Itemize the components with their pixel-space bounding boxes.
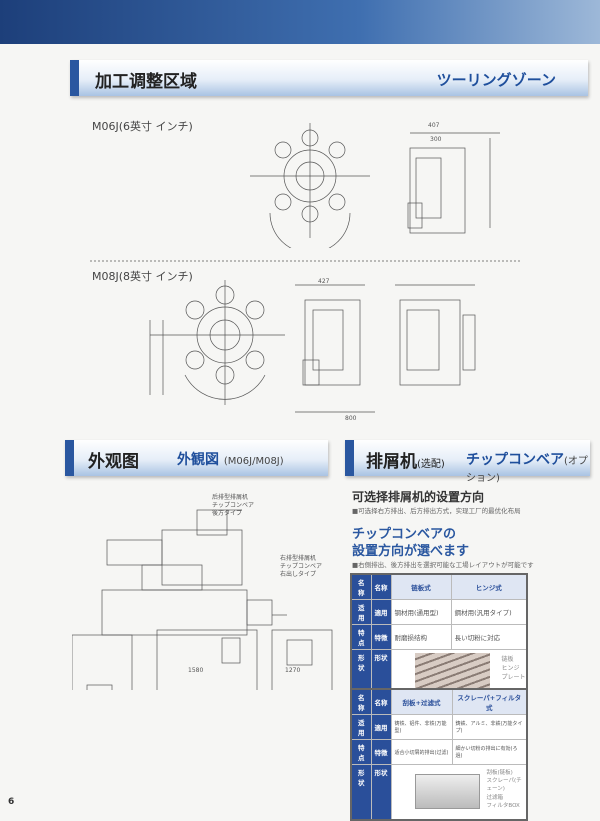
top-color-band — [0, 0, 600, 44]
exterior-drawing — [72, 509, 333, 690]
page-number: 6 — [8, 797, 15, 807]
dim-label: 407 — [428, 122, 440, 129]
chip-heading-cn: 可选择排屑机的设置方向 — [352, 490, 485, 504]
scraper-filter-photo — [414, 774, 480, 810]
m08j-label: M08J(8英寸 インチ) — [92, 270, 193, 283]
tooling-title-jp: ツーリングゾーン — [436, 71, 556, 89]
conveyor-table-scraper: 名称名称刮板+过滤式スクレーパ+フィルタ式 适用適用铸铁、铝件、非铁(万能型)鋳… — [350, 688, 528, 821]
exterior-title-cn: 外观图 — [88, 452, 139, 472]
tooling-zone-header: 加工调整区域 ツーリングゾーン — [70, 60, 588, 96]
chip-note-jp: ■右側排出、後方排出を選択可能な工場レイアウトが可能です — [352, 561, 534, 569]
dim-label: 1580 — [188, 667, 204, 674]
dim-label: 800 — [345, 415, 357, 422]
conveyor-table-hinge: 名称名称链板式ヒンジ式 适用適用钢材用(通用型)鋼材用(汎用タイプ) 特点特徴耐… — [350, 573, 528, 709]
chip-note-cn: ■可选择右方排出、后方排出方式，实现工厂的最优化布局 — [352, 507, 521, 515]
m08j-drawing — [149, 280, 476, 413]
dim-label: 300 — [430, 136, 442, 143]
m06j-drawing — [250, 123, 500, 248]
hinge-photo-label: 链板ヒンジプレート — [501, 656, 526, 681]
chip-conveyor-header: 排屑机(选配) チップコンベア(オプション) — [345, 440, 590, 484]
note-right-conveyor: 右排型排屑机チップコンベア右出しタイプ — [280, 555, 323, 578]
scraper-photo-label: 刮板(链板)スクレーパ(チェーン) — [486, 770, 522, 792]
divider-dotted — [90, 260, 520, 262]
m06j-label: M06J(6英寸 インチ) — [92, 120, 193, 133]
filter-photo-label: 过滤箱フィルタBOX — [486, 795, 520, 809]
dim-label: 1270 — [285, 667, 301, 674]
exterior-header: 外观图 外観図 (M06J/M08J) — [65, 440, 328, 476]
tooling-title-cn: 加工调整区域 — [95, 72, 197, 92]
exterior-title-jp: 外観図 (M06J/M08J) — [177, 452, 284, 468]
chip-heading-jp: チップコンベアの設置方向が選べます — [352, 527, 470, 559]
note-rear-conveyor: 后排型排屑机チップコンベア後方タイプ — [212, 494, 255, 517]
dim-label: 427 — [318, 278, 330, 285]
